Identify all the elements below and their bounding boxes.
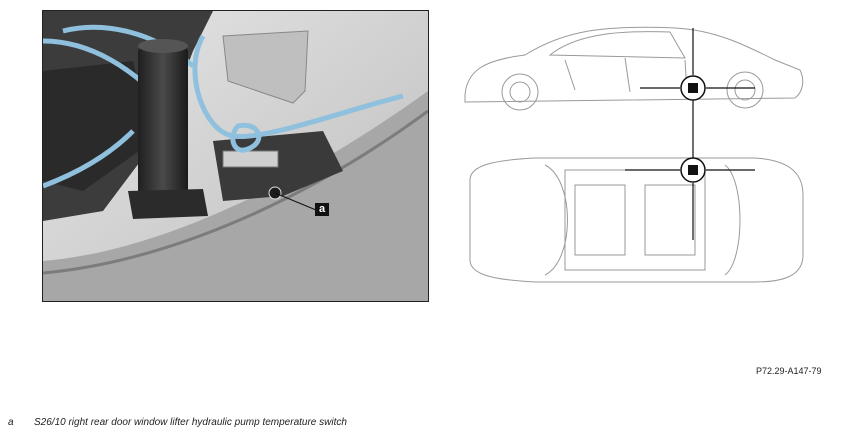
legend: a S26/10 right rear door window lifter hy… bbox=[8, 417, 347, 428]
legend-text: S26/10 right rear door window lifter hyd… bbox=[34, 417, 347, 428]
callout-a-label: a bbox=[315, 203, 329, 216]
target-crosshair-icon bbox=[680, 75, 706, 101]
car-side-view-icon bbox=[464, 26, 804, 111]
locator-leaders bbox=[625, 28, 755, 240]
component-photo bbox=[42, 10, 429, 302]
hydraulic-pump-cylinder bbox=[138, 46, 188, 196]
target-crosshair-icon bbox=[680, 157, 706, 183]
car-top-view-icon bbox=[469, 157, 804, 283]
pump-installation-drawing bbox=[43, 11, 428, 301]
vehicle-locator-views bbox=[455, 20, 815, 295]
legend-key: a bbox=[8, 417, 14, 428]
car-locator-drawing bbox=[464, 26, 804, 283]
figure-reference-code: P72.29-A147-79 bbox=[756, 366, 822, 376]
